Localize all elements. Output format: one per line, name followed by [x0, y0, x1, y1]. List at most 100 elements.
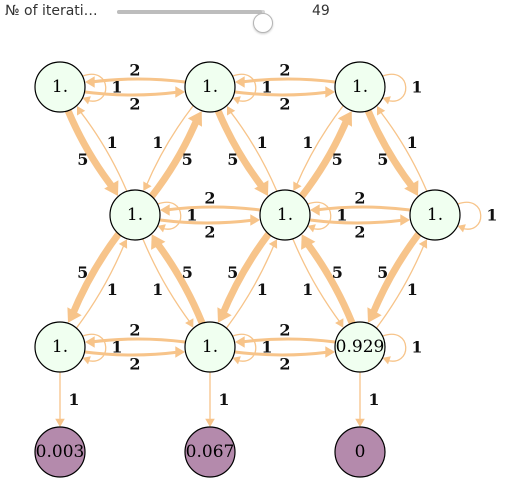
self-loop-arrowhead-b1 — [157, 224, 166, 233]
node-b2[interactable]: 1. — [259, 189, 311, 241]
edge-label-b3-c3: 5 — [377, 263, 388, 282]
edge-b3-b2 — [314, 205, 412, 212]
self-loop-arrowhead-a1 — [82, 96, 91, 105]
edge-label-c1-c2: 2 — [129, 355, 140, 374]
self-loop-label-a3: 1 — [411, 78, 422, 97]
edge-b2-c3 — [292, 238, 342, 325]
arrowhead-a3-b3 — [404, 180, 419, 196]
edge-label-b2-b1: 2 — [204, 189, 215, 208]
node-d3[interactable]: 0 — [334, 426, 386, 478]
arrowhead-c1-d1 — [55, 418, 65, 427]
arrowhead-b2-a2 — [227, 106, 236, 116]
edge-label-c3-c2: 2 — [279, 321, 290, 340]
arrowhead-b2-a3 — [337, 111, 352, 127]
edges-layer — [55, 73, 482, 427]
edge-label-a3-a2: 2 — [279, 61, 290, 80]
arrowhead-a3-b2 — [293, 181, 302, 191]
self-loop-c1 — [82, 333, 107, 362]
arrowhead-c3-b2 — [301, 234, 316, 250]
node-circle-b1 — [109, 189, 161, 241]
node-c3[interactable]: 0.929 — [334, 321, 386, 373]
node-circle-d1 — [34, 426, 86, 478]
arrowhead-c2-d2 — [205, 418, 215, 427]
arrowhead-b1-c1 — [67, 307, 82, 323]
node-circle-d3 — [334, 426, 386, 478]
arrowhead-b3-c3 — [367, 307, 382, 323]
arrowhead-a2-a3 — [325, 86, 335, 98]
edge-label-c2-b1: 5 — [182, 263, 193, 282]
edge-label-c2-d2: 1 — [218, 390, 229, 409]
node-d1[interactable]: 0.003 — [34, 426, 86, 478]
arrowhead-c2-b2 — [268, 239, 278, 249]
node-a1[interactable]: 1. — [34, 61, 86, 113]
node-c2[interactable]: 1. — [184, 321, 236, 373]
edge-a3-b2 — [295, 105, 344, 188]
edge-c2-b2 — [226, 242, 276, 329]
arrowhead-a2-a1 — [85, 76, 95, 88]
self-loop-arrowhead-c1 — [82, 356, 91, 365]
self-loop-a1 — [82, 73, 107, 102]
edge-label-c3-b3: 1 — [407, 280, 418, 299]
self-loop-label-c2: 1 — [261, 338, 272, 357]
arrowhead-b2-b3 — [400, 214, 410, 226]
self-loop-arrowhead-a2 — [232, 96, 241, 105]
edge-label-c2-c3: 2 — [279, 355, 290, 374]
node-circle-a1 — [34, 61, 86, 113]
edge-label-a2-b2: 5 — [227, 150, 238, 169]
node-b1[interactable]: 1. — [109, 189, 161, 241]
edge-label-c2-c1: 2 — [129, 321, 140, 340]
edge-a2-b2 — [214, 107, 268, 193]
node-a3[interactable]: 1. — [334, 61, 386, 113]
edge-b2-b1 — [164, 205, 262, 212]
edge-label-a1-b1: 5 — [77, 150, 88, 169]
edge-label-a3-b2: 1 — [302, 133, 313, 152]
edge-c2-b1 — [152, 237, 206, 327]
edge-c3-b2 — [302, 237, 356, 327]
edge-b1-c2 — [142, 238, 192, 325]
node-b3[interactable]: 1. — [409, 189, 461, 241]
self-loop-b2 — [307, 201, 332, 230]
arrowhead-c3-c2 — [235, 336, 245, 348]
edge-c1-b1 — [76, 242, 126, 329]
node-value-a3: 1. — [352, 77, 368, 97]
edge-label-b3-a3: 1 — [407, 133, 418, 152]
edge-label-b1-c1: 5 — [77, 263, 88, 282]
self-loop-label-b2: 1 — [336, 206, 347, 225]
self-loop-label-b3: 1 — [486, 206, 497, 225]
self-loop-arrowhead-a3 — [382, 96, 391, 105]
edge-label-b2-a3: 5 — [332, 150, 343, 169]
edge-label-c1-b1: 1 — [107, 280, 118, 299]
node-circle-b2 — [259, 189, 311, 241]
node-c1[interactable]: 1. — [34, 321, 86, 373]
edge-b2-a2 — [228, 109, 278, 192]
edge-c2-c3 — [233, 350, 331, 357]
self-loop-c2 — [232, 333, 257, 362]
self-loop-a3 — [382, 73, 407, 102]
iterations-slider-thumb[interactable] — [253, 13, 274, 33]
node-circle-d2 — [184, 426, 236, 478]
node-d2[interactable]: 0.067 — [184, 426, 236, 478]
iterations-value: 49 — [312, 3, 330, 19]
node-a2[interactable]: 1. — [184, 61, 236, 113]
edge-label-b1-c2: 1 — [152, 280, 163, 299]
self-loop-arrowhead-b2 — [307, 224, 316, 233]
edge-b3-a3 — [378, 109, 428, 192]
arrowhead-c3-d3 — [355, 418, 365, 427]
node-value-d1: 0.003 — [36, 442, 85, 462]
arrowhead-a1-b1 — [104, 180, 119, 196]
iterations-slider[interactable] — [117, 10, 274, 33]
node-value-b2: 1. — [277, 205, 293, 225]
edge-label-b1-a1: 1 — [107, 133, 118, 152]
node-value-c1: 1. — [52, 337, 68, 357]
node-value-d2: 0.067 — [186, 442, 235, 462]
node-value-d3: 0 — [355, 442, 366, 462]
edge-label-c2-b2: 1 — [257, 280, 268, 299]
arrowhead-c2-c1 — [85, 336, 95, 348]
edge-c2-c1 — [89, 337, 187, 344]
edge-c3-b3 — [376, 242, 426, 329]
edge-a1-b1 — [64, 107, 118, 193]
edge-c3-c2 — [239, 337, 337, 344]
self-loop-c3 — [382, 333, 407, 362]
edge-label-b2-c2: 5 — [227, 263, 238, 282]
edge-b3-c3 — [368, 230, 422, 320]
